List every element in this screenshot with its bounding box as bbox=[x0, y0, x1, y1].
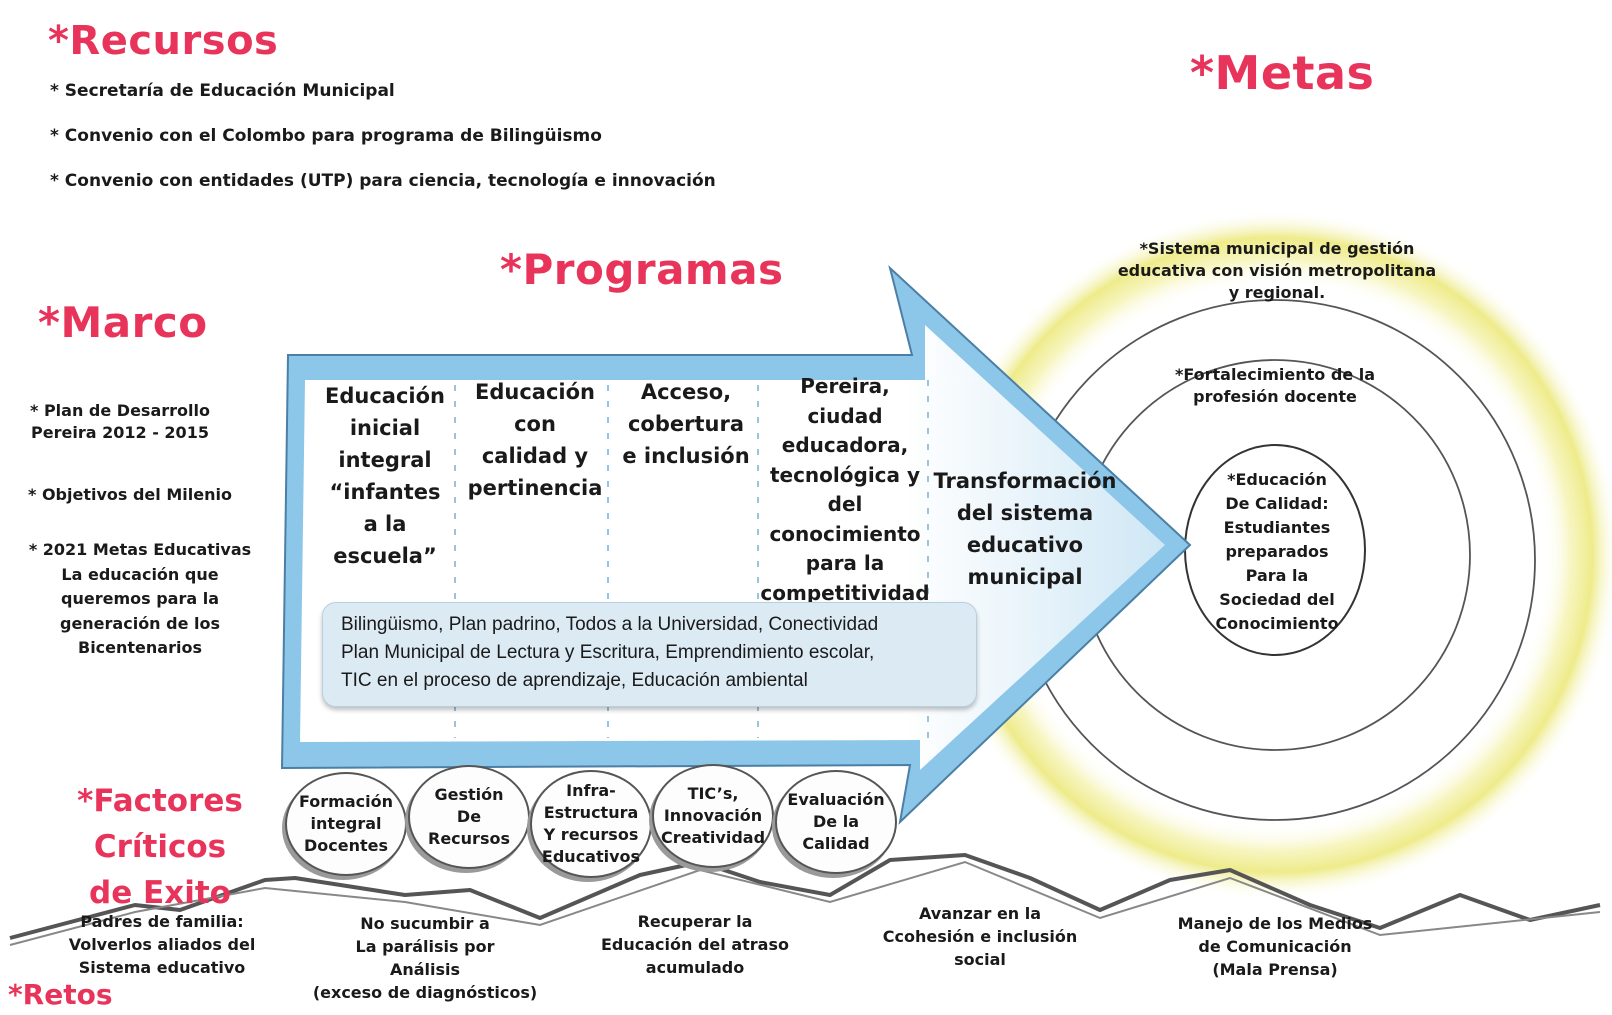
recursos-item-2: * Convenio con el Colombo para programa … bbox=[50, 126, 602, 146]
mountains bbox=[9, 853, 1601, 940]
retos-title: *Retos bbox=[8, 978, 113, 1011]
programas-title: *Programas bbox=[500, 245, 784, 294]
recursos-title: *Recursos bbox=[48, 18, 279, 64]
programs-detail-box: Bilingüismo, Plan padrino, Todos a la Un… bbox=[322, 602, 977, 707]
metas-title: *Metas bbox=[1190, 46, 1375, 100]
marco-item-2: * Objetivos del Milenio bbox=[28, 485, 232, 504]
metas-outer-goal: *Sistema municipal de gestión educativa … bbox=[1117, 239, 1437, 302]
recursos-item-1: * Secretaría de Educación Municipal bbox=[50, 81, 395, 101]
recursos-item-3: * Convenio con entidades (UTP) para cien… bbox=[50, 171, 716, 191]
metas-middle-goal: *Fortalecimiento de la profesión docente bbox=[1174, 365, 1376, 406]
marco-title: *Marco bbox=[38, 298, 208, 347]
